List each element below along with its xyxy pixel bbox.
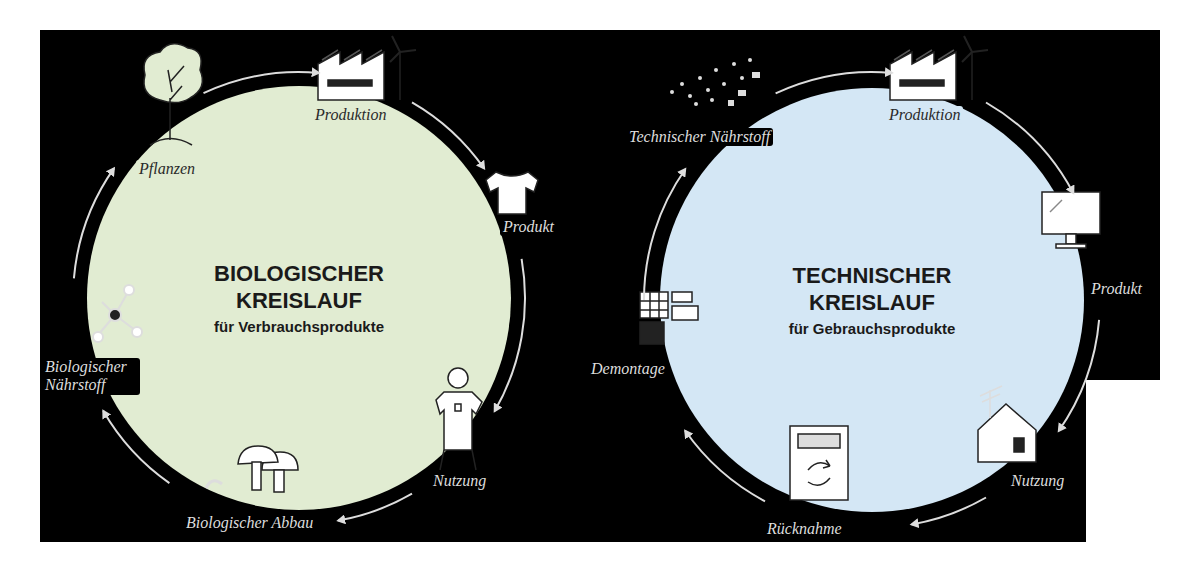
stage-label: Produktion xyxy=(312,106,389,124)
cycle-subtitle: für Gebrauchsprodukte xyxy=(789,320,956,337)
bio-circle xyxy=(87,86,511,510)
cycle-arrow xyxy=(986,103,1073,194)
cycle-arrow xyxy=(338,494,412,521)
stage-label: Nutzung xyxy=(430,472,489,490)
cycle-title: TECHNISCHER KREISLAUF xyxy=(772,263,972,316)
nutrient-dots-icon xyxy=(670,58,760,106)
cycle-arrow xyxy=(412,102,484,168)
factory-icon xyxy=(318,36,416,100)
cycle-circle: TECHNISCHER KREISLAUF für Gebrauchsproduk… xyxy=(660,88,1084,512)
disassembly-icon xyxy=(640,292,698,344)
cycle-arrow xyxy=(495,259,525,411)
cycle-arrow xyxy=(912,498,986,525)
stage-label: Biologischer Nährstoff xyxy=(42,358,140,395)
tech-circle xyxy=(660,88,1084,512)
stage-label: Produktion xyxy=(886,106,963,124)
backdrop xyxy=(40,30,1160,542)
molecule-icon xyxy=(93,285,142,342)
cycle-arrow xyxy=(1059,320,1099,431)
house-icon xyxy=(978,386,1036,462)
backdrop-notch xyxy=(1086,380,1160,542)
mushroom-icon xyxy=(206,446,298,492)
cycle-arrow xyxy=(685,431,765,502)
stage-label: Pflanzen xyxy=(136,160,198,178)
tshirt-icon xyxy=(486,172,538,214)
tree-icon xyxy=(144,44,202,145)
cycle-arrow xyxy=(74,168,114,278)
stage-label: Rücknahme xyxy=(764,520,845,538)
person-icon xyxy=(436,368,482,470)
stage-label: Produkt xyxy=(1088,280,1145,298)
cycle-circle: BIOLOGISCHER KREISLAUF für Verbrauchsprod… xyxy=(87,86,511,510)
factory-icon xyxy=(890,36,988,100)
stage-label: Biologischer Abbau xyxy=(183,514,316,532)
stage-label: Nutzung xyxy=(1008,472,1067,490)
cycle-arrow xyxy=(776,72,892,93)
cycle-arrow xyxy=(204,72,319,93)
cycle-title: BIOLOGISCHER KREISLAUF xyxy=(199,261,399,314)
cycle-arrow xyxy=(644,169,685,300)
stage-label: Produkt xyxy=(500,218,557,236)
stage-label: Technischer Nährstoff xyxy=(626,128,773,146)
stage-label: Demontage xyxy=(588,360,668,378)
cycle-subtitle: für Verbrauchsprodukte xyxy=(214,318,384,335)
cycle-arrow xyxy=(103,411,169,483)
return-bin-icon xyxy=(790,426,848,500)
monitor-icon xyxy=(1042,192,1100,248)
